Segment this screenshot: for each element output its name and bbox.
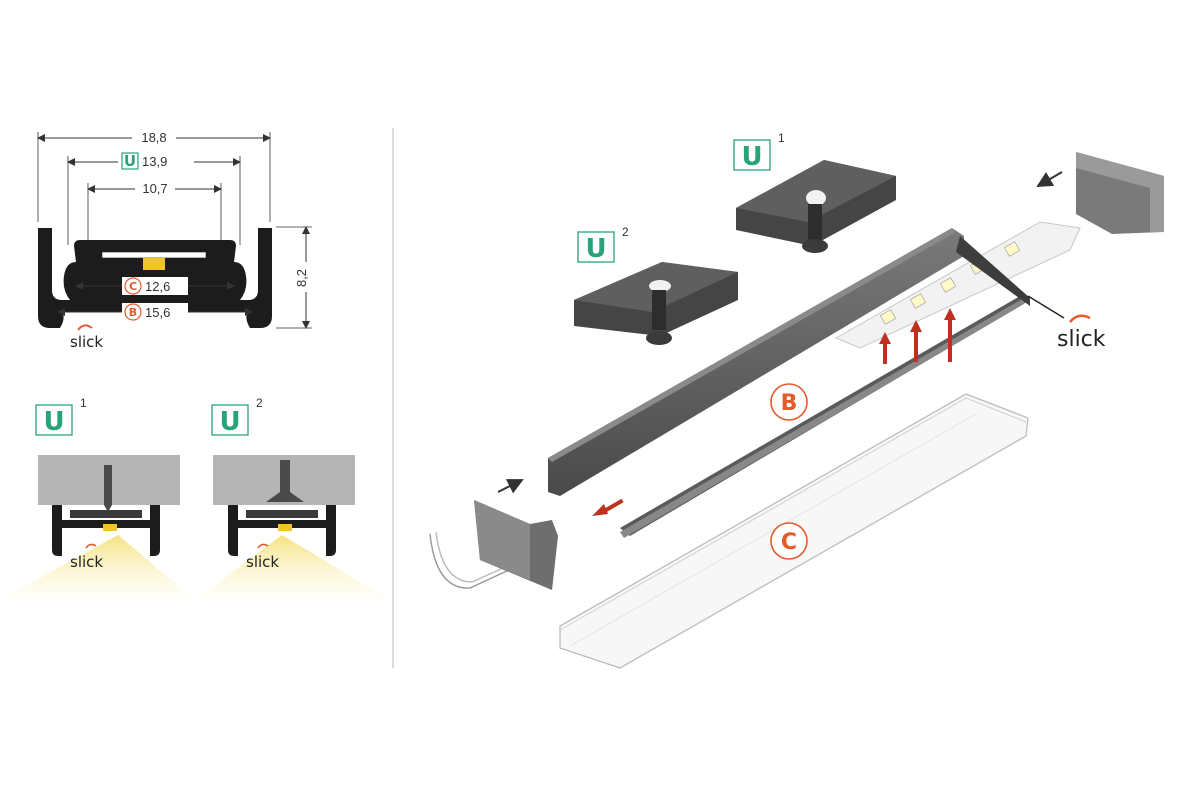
mounting-example-u1: U 1 slick — [0, 396, 195, 600]
slick-logo-large: slick — [1027, 295, 1106, 352]
cross-section-drawing: 18,8 U 13,9 10,7 8,2 — [37, 129, 314, 351]
mounting-clip-u1: U 1 — [733, 131, 896, 253]
slick-logo-u1: slick — [70, 553, 103, 571]
svg-text:slick: slick — [70, 333, 103, 351]
led-strip — [620, 221, 1081, 538]
clip-u2-superscript: 2 — [622, 225, 629, 239]
dim-inner-top-label: 10,7 — [142, 181, 167, 196]
end-cap-left — [429, 479, 558, 590]
label-b: B — [770, 383, 808, 421]
screw-icon — [104, 465, 112, 512]
dim-height-label: 8,2 — [294, 269, 309, 287]
insert-arrows — [592, 308, 956, 516]
label-b-text: B — [781, 391, 798, 416]
slick-logo-small: slick — [70, 324, 103, 351]
clip-u1-badge: U — [741, 142, 762, 172]
dim-u-width-label: 13,9 — [142, 154, 167, 169]
diffuser-insert — [101, 251, 207, 259]
clip-u2-badge: U — [585, 234, 606, 264]
dimension-u-width: U 13,9 — [67, 151, 241, 245]
label-c-text: C — [781, 530, 797, 555]
dim-c-width-label: 12,6 — [145, 279, 170, 294]
dimension-overall-width: 18,8 — [37, 129, 271, 222]
dimension-c-width: C 12,6 — [75, 277, 235, 295]
dimension-b-width: B 15,6 — [57, 303, 253, 321]
u1-badge: U — [43, 407, 64, 437]
dim-b-width-label: 15,6 — [145, 305, 170, 320]
dimension-inner-top: 10,7 — [87, 180, 222, 240]
mounting-clip-u2: U 2 — [574, 225, 738, 345]
dim-c-badge: C — [129, 280, 137, 293]
svg-text:slick: slick — [1057, 327, 1106, 352]
dimension-height: 8,2 — [276, 226, 314, 329]
dim-u-badge: U — [124, 152, 136, 170]
dim-b-badge: B — [129, 306, 137, 319]
u2-superscript: 2 — [256, 396, 263, 410]
dim-overall-width-label: 18,8 — [141, 130, 166, 145]
screw-icon-countersunk — [266, 460, 304, 502]
slick-logo-u2: slick — [246, 553, 279, 571]
end-cap-right — [1036, 152, 1164, 234]
clip-u1-superscript: 1 — [778, 131, 785, 145]
u1-superscript: 1 — [80, 396, 87, 410]
label-c: C — [770, 522, 808, 560]
mounting-example-u2: U 2 slick — [195, 396, 390, 600]
aluminium-profile — [548, 228, 964, 496]
u2-badge: U — [219, 407, 240, 437]
led-chip — [143, 258, 165, 270]
